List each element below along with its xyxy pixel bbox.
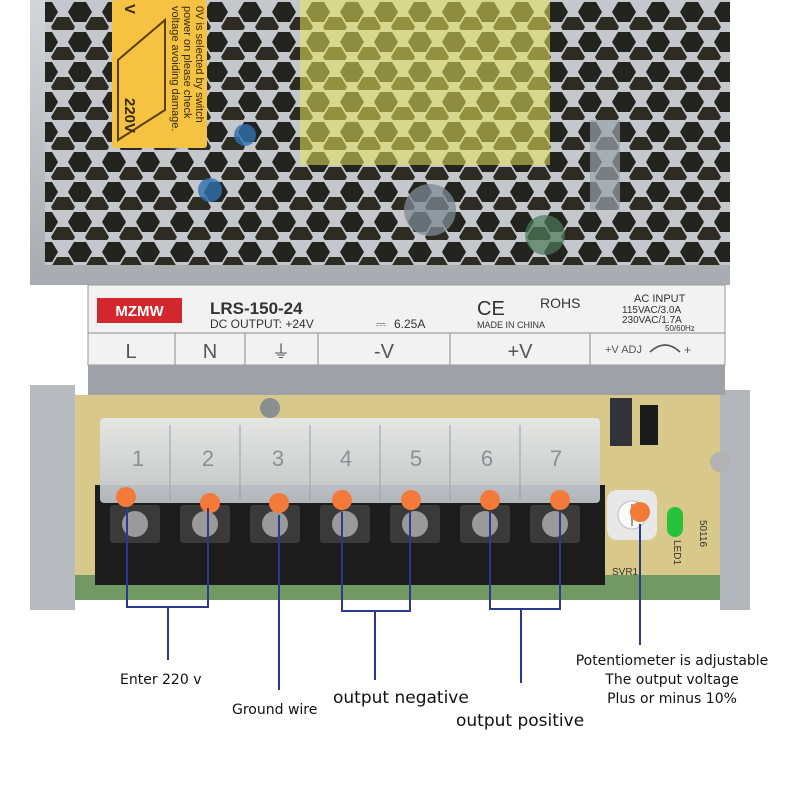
brand-logo: MZMW (115, 303, 164, 320)
pcb-svr-label: SVR1 (612, 567, 639, 578)
terminal-markers (116, 487, 650, 522)
terminal-number-6: 6 (481, 446, 493, 471)
terminal-screw-1[interactable] (110, 505, 160, 543)
marker-3 (269, 493, 289, 513)
ac-input-115: 115VAC/3.0A (622, 305, 681, 316)
marker-1 (116, 487, 136, 507)
leader-lines (126, 508, 641, 690)
rotate-arrow-icon (649, 344, 681, 353)
switch-label-220: 220V (121, 98, 138, 133)
terminal-label-n: N (203, 341, 217, 363)
terminal-number-1: 1 (132, 446, 144, 471)
ac-input-230: 230VAC/1.7A (622, 315, 682, 326)
pcb-led-label: LED1 (671, 540, 682, 565)
annotation-ground: Ground wire (232, 702, 318, 718)
annotation-potentiometer: Potentiometer is adjustable The output v… (572, 652, 772, 709)
warning-sticker: 0V is selected by switch power on please… (112, 0, 207, 148)
side-bracket (30, 385, 750, 610)
made-in: MADE IN CHINA (477, 320, 545, 330)
pcb-code: 50116 (697, 520, 708, 548)
terminal-number-4: 4 (340, 446, 352, 471)
annotation-input: Enter 220 v (120, 672, 202, 688)
spec-label: MZMW LRS-150-24 DC OUTPUT: +24V ⎓ 6.25A … (87, 284, 726, 366)
terminal-label-pos: +V (507, 341, 533, 363)
ac-input-title: AC INPUT (634, 293, 686, 305)
dc-output: DC OUTPUT: +24V (210, 317, 314, 331)
terminal-screw-4[interactable] (320, 505, 370, 543)
annotation-positive: output positive (456, 711, 585, 731)
adj-plus: + (684, 343, 691, 357)
marker-4 (332, 490, 352, 510)
terminal-number-3: 3 (272, 446, 284, 471)
marker-5 (401, 490, 421, 510)
terminal-number-2: 2 (202, 446, 214, 471)
warning-line-1: 0V is selected by switch (193, 6, 205, 123)
ac-frequency: 50/60Hz (665, 324, 695, 333)
switch-label-top: V (121, 4, 138, 14)
annotation-pot-line-3: Plus or minus 10% (607, 691, 737, 707)
terminal-number-5: 5 (410, 446, 422, 471)
leader-positive (489, 512, 561, 683)
warning-line-2: power on please check (181, 6, 193, 119)
marker-7 (550, 490, 570, 510)
terminal-screw-2[interactable] (180, 505, 230, 543)
marker-2 (200, 493, 220, 513)
marker-pot (630, 502, 650, 522)
annotation-negative: output negative (333, 688, 469, 708)
annotation-pot-line-1: Potentiometer is adjustable (575, 653, 769, 669)
warning-line-3: voltage avoiding damage. (169, 6, 181, 131)
ce-mark: CE (477, 298, 505, 320)
rohs-mark: ROHS (540, 295, 580, 311)
terminal-screw-5[interactable] (390, 505, 440, 543)
dc-symbol: ⎓ (376, 317, 386, 331)
leader-negative (341, 512, 411, 680)
terminal-label-neg: -V (374, 341, 395, 363)
adj-label: +V ADJ (605, 344, 642, 356)
status-led (667, 507, 683, 537)
leader-input (126, 508, 209, 660)
terminal-label-l: L (125, 341, 136, 363)
ground-icon: ⏚ (272, 342, 290, 363)
terminal-screw-7[interactable] (530, 505, 580, 543)
marker-6 (480, 490, 500, 510)
terminal-number-7: 7 (550, 446, 562, 471)
terminal-screw-6[interactable] (460, 505, 510, 543)
terminal-screw-3[interactable] (250, 505, 300, 543)
dc-current: 6.25A (394, 317, 425, 331)
annotation-pot-line-2: The output voltage (605, 672, 739, 688)
model-number: LRS-150-24 (210, 299, 303, 318)
